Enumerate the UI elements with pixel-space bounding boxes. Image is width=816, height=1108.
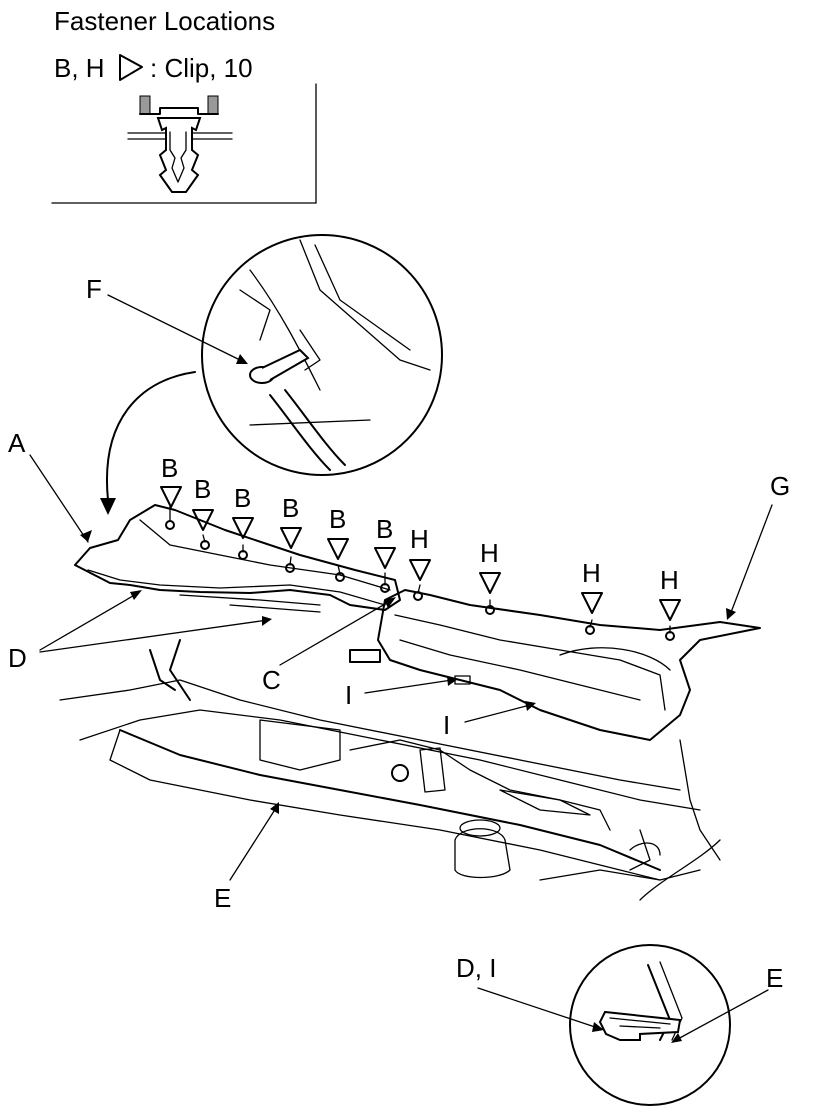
- legend-prefix: B, H: [54, 53, 105, 83]
- clip-detail-inset: [51, 83, 317, 204]
- triangle-outline-icon: [232, 517, 254, 539]
- detail-circle-seal: [569, 944, 731, 1106]
- callout-c: C: [262, 665, 281, 695]
- callout-b-5: B: [329, 504, 347, 534]
- triangle-outline-icon: [327, 538, 349, 560]
- callout-h-3: H: [582, 558, 601, 588]
- callout-b-1: B: [161, 453, 179, 483]
- callout-b-6: B: [376, 514, 394, 544]
- callout-g: G: [770, 471, 791, 501]
- callout-h-2: H: [480, 538, 499, 568]
- cowl-cover-right: [349, 589, 761, 741]
- callout-h-1: H: [410, 524, 429, 554]
- callout-i-upper: I: [345, 680, 353, 710]
- triangle-outline-icon: [192, 509, 214, 531]
- callout-e: E: [214, 883, 232, 913]
- cowl-cover-left: [74, 504, 401, 613]
- detail-circle-f: [201, 234, 443, 476]
- callout-a: A: [8, 428, 26, 458]
- legend-suffix: : Clip, 10: [150, 53, 253, 83]
- leader-lines: [29, 294, 773, 1043]
- page-title: Fastener Locations: [54, 6, 276, 36]
- triangle-outline-icon: [659, 599, 681, 621]
- callout-i-lower: I: [443, 710, 451, 740]
- triangle-outline-icon: [409, 559, 431, 581]
- clip-marker-icons: [160, 486, 681, 621]
- callout-di: D, I: [456, 953, 497, 983]
- callout-d: D: [8, 643, 27, 673]
- callout-b-2: B: [194, 474, 212, 504]
- callout-f: F: [86, 274, 102, 304]
- triangle-outline-icon: [581, 592, 603, 614]
- triangle-outline-icon: [479, 572, 501, 594]
- callout-b-4: B: [282, 493, 300, 523]
- callout-e-detail: E: [766, 963, 784, 993]
- triangle-outline-icon: [374, 547, 396, 569]
- triangle-outline-icon: [280, 527, 302, 549]
- body-lower-section: [59, 639, 721, 901]
- callout-h-4: H: [660, 565, 679, 595]
- callout-b-3: B: [234, 483, 252, 513]
- triangle-outline-icon: [160, 486, 182, 508]
